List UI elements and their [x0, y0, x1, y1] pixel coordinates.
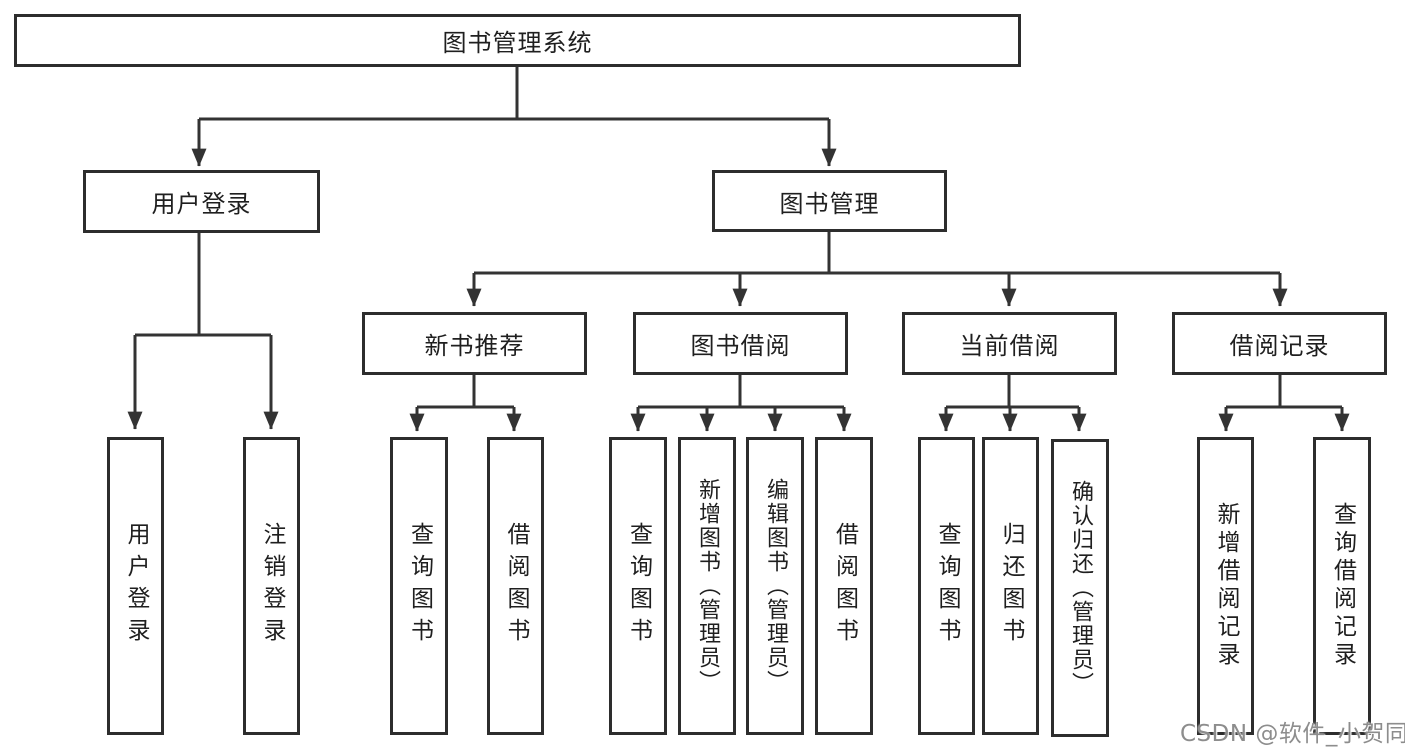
leaf-bb-borrow-books: 借阅图书: [815, 437, 873, 735]
node-label: 归还图书: [998, 522, 1024, 650]
node-label: 新增图书（管理员）: [695, 478, 720, 694]
leaf-nb-borrow-books: 借阅图书: [487, 437, 544, 735]
node-book-management: 图书管理: [712, 170, 947, 232]
node-label: 借阅图书: [503, 522, 529, 650]
node-label: 注销登录: [259, 522, 285, 650]
leaf-cb-return-books: 归还图书: [982, 437, 1039, 735]
node-label: 借阅图书: [831, 522, 858, 650]
node-borrow-records: 借阅记录: [1172, 312, 1387, 375]
node-new-book-recommend: 新书推荐: [362, 312, 587, 375]
node-label: 查询借阅记录: [1329, 502, 1356, 670]
leaf-nb-query-books: 查询图书: [390, 437, 448, 735]
connector-trunk-lines: [135, 66, 1342, 409]
node-current-borrow: 当前借阅: [902, 312, 1117, 375]
node-label: 查询图书: [934, 522, 960, 650]
leaf-logout-login: 注销登录: [243, 437, 300, 735]
leaf-bb-add-books-admin: 新增图书（管理员）: [678, 437, 736, 735]
leaf-cb-query-books: 查询图书: [918, 437, 975, 735]
node-label: 当前借阅: [959, 332, 1060, 360]
node-label: 查询图书: [625, 522, 652, 650]
node-label: 图书借阅: [690, 332, 791, 360]
node-label: 用户登录: [151, 190, 252, 218]
node-user-login-branch: 用户登录: [83, 170, 320, 233]
node-label: 借阅记录: [1229, 332, 1330, 360]
node-label: 确认归还（管理员）: [1068, 480, 1093, 696]
node-label: 查询图书: [406, 522, 433, 650]
leaf-br-query-record: 查询借阅记录: [1313, 437, 1371, 735]
node-label: 编辑图书（管理员）: [763, 478, 788, 694]
node-label: 新书推荐: [424, 332, 525, 360]
leaf-br-add-record: 新增借阅记录: [1197, 437, 1254, 735]
node-label: 图书管理系统: [442, 29, 593, 57]
node-label: 用户登录: [123, 522, 149, 650]
node-label: 图书管理: [779, 189, 880, 218]
node-label: 新增借阅记录: [1213, 502, 1239, 670]
leaf-bb-edit-books-admin: 编辑图书（管理员）: [746, 437, 804, 735]
node-book-borrow: 图书借阅: [633, 312, 848, 375]
csdn-watermark: CSDN @软件_小贺同学: [1180, 721, 1405, 747]
leaf-cb-confirm-return-admin: 确认归还（管理员）: [1051, 439, 1109, 737]
leaf-bb-query-books: 查询图书: [609, 437, 667, 735]
node-root-system: 图书管理系统: [14, 14, 1021, 67]
leaf-user-login: 用户登录: [107, 437, 164, 735]
